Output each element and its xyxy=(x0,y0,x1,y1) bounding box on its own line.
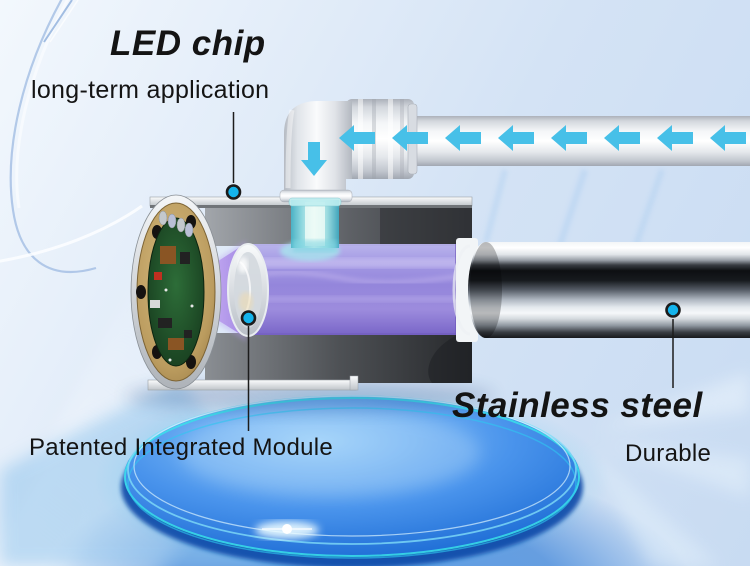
led-end-cap xyxy=(130,194,222,390)
integrated-module-label: Patented Integrated Module xyxy=(29,434,334,461)
flow-arrow-left-icon xyxy=(657,125,693,151)
callout-dot-icon xyxy=(240,310,257,326)
callout-dot-icon xyxy=(225,184,242,200)
stainless-steel-title: Stainless steel xyxy=(452,386,703,425)
inlet-glass xyxy=(288,197,342,252)
flow-arrow-left-icon xyxy=(445,125,481,151)
inlet-pipe xyxy=(279,99,750,252)
stainless-steel-subtitle: Durable xyxy=(625,440,712,467)
flow-arrow-left-icon xyxy=(498,125,534,151)
led-chip-title: LED chip xyxy=(110,24,266,63)
led-chip-subtitle: long-term application xyxy=(31,76,270,104)
flow-arrows xyxy=(301,125,746,176)
pcb-components xyxy=(150,210,194,362)
callout-dot-icon xyxy=(665,302,681,318)
callouts xyxy=(225,112,681,431)
glow-disc-platform xyxy=(94,384,610,566)
quartz-chamber xyxy=(248,241,475,335)
flow-arrow-left-icon xyxy=(551,125,587,151)
flow-arrow-down-icon xyxy=(301,142,327,176)
flow-arrow-left-icon xyxy=(710,125,746,151)
flow-arrow-left-icon xyxy=(339,125,375,151)
collimating-lens xyxy=(227,243,269,337)
flow-arrow-left-icon xyxy=(392,125,428,151)
flow-arrow-left-icon xyxy=(604,125,640,151)
sterilizer-device xyxy=(125,194,750,412)
stainless-steel-tube xyxy=(452,238,750,342)
